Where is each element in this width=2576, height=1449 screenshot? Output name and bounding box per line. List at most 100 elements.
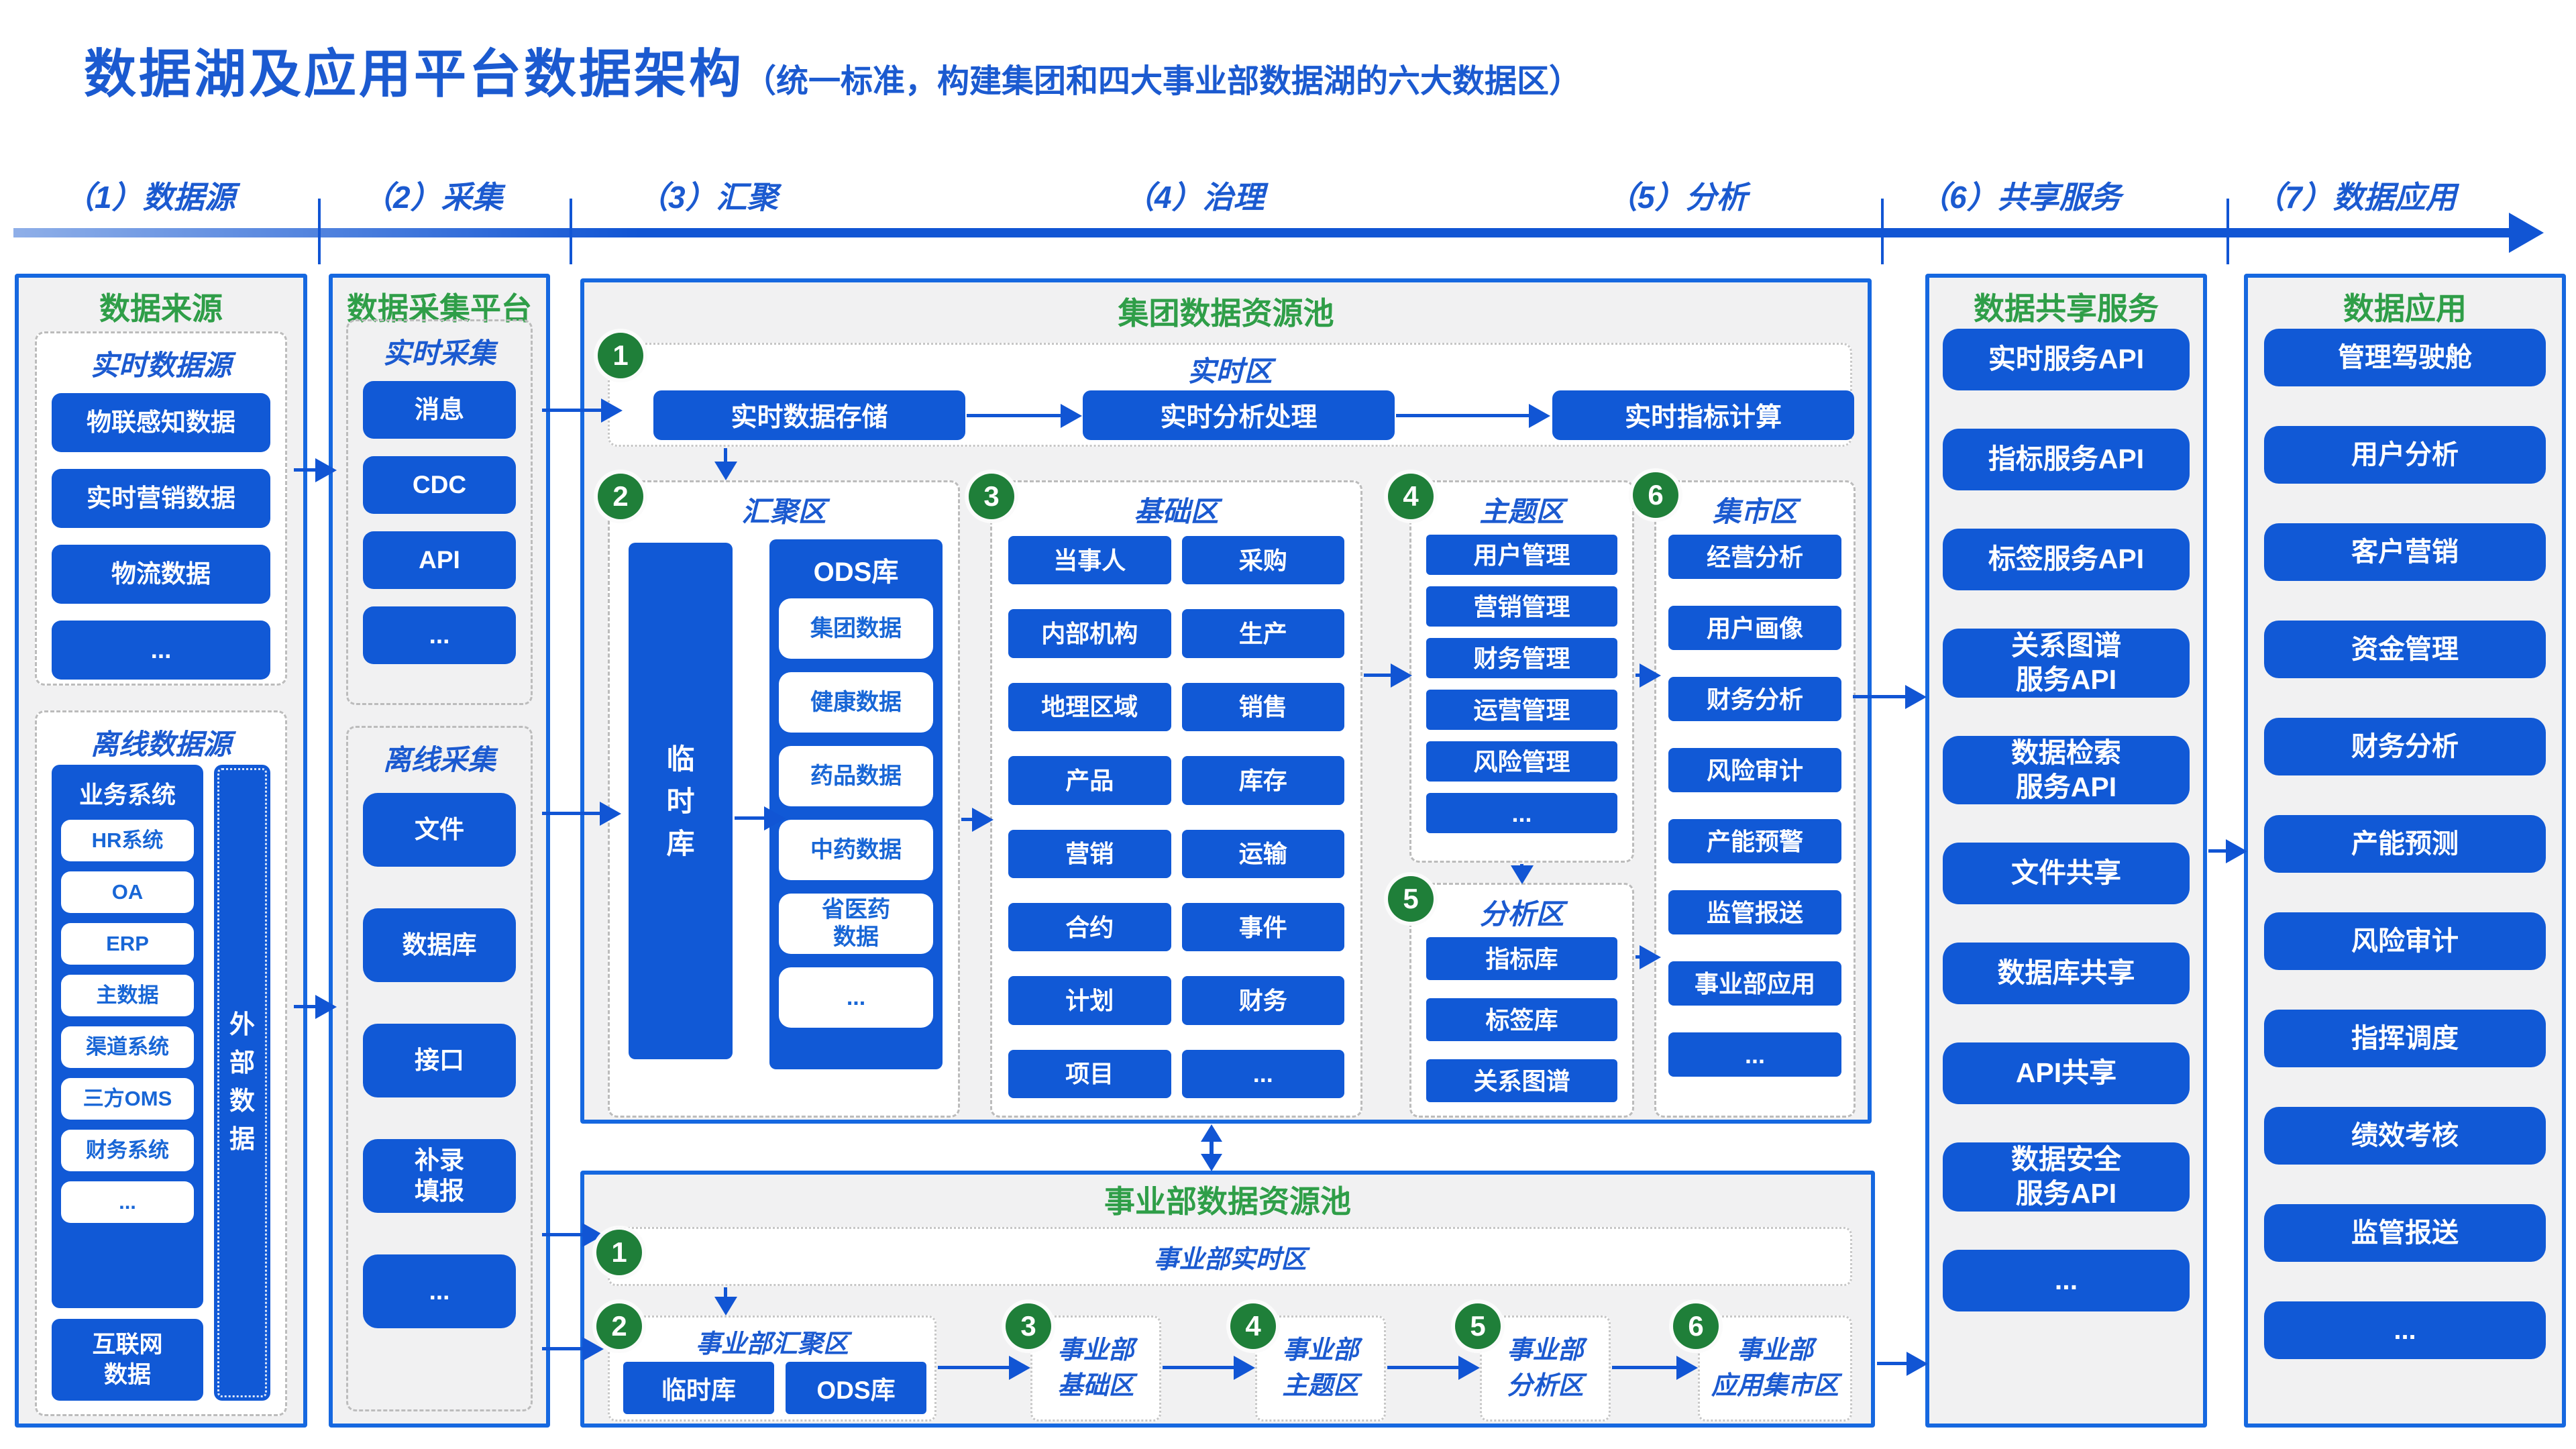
arrow-subject-analysis-div	[1387, 1366, 1460, 1369]
list-item: 指标库	[1426, 937, 1617, 980]
list-item: HR系统	[61, 820, 194, 861]
list-item: 指挥调度	[2264, 1010, 2546, 1067]
list-item: CDC	[363, 456, 516, 514]
list-item: 运输	[1181, 829, 1344, 878]
base-zone-right-column: 采购生产销售库存运输事件财务...	[1181, 536, 1344, 1098]
list-item: 产能预警	[1668, 819, 1841, 863]
list-item: 库存	[1181, 756, 1344, 805]
list-item: ...	[52, 621, 270, 680]
list-item: 用户画像	[1668, 606, 1841, 650]
list-item: OA	[61, 871, 194, 913]
timeline-tick	[1881, 199, 1884, 264]
external-data-strip: 外 部 数 据	[214, 765, 270, 1401]
arrow-collection-divrt	[542, 1233, 584, 1236]
list-item: 客户营销	[2264, 523, 2546, 581]
list-item: 经营分析	[1668, 535, 1841, 579]
list-item: 实时营销数据	[52, 469, 270, 528]
division-base-zone: 事业部 基础区	[1030, 1316, 1161, 1421]
list-item: 营销管理	[1426, 586, 1617, 627]
list-item: 消息	[363, 381, 516, 439]
list-item: 事件	[1181, 902, 1344, 952]
stage-7-label: （7）数据应用	[2254, 180, 2457, 215]
arrow-collection-divstaging	[542, 1347, 584, 1350]
division-base-label: 事业部 基础区	[1057, 1336, 1134, 1400]
data-apps-title: 数据应用	[2343, 291, 2467, 326]
list-item: 物联感知数据	[52, 393, 270, 452]
base-zone-title: 基础区	[1134, 496, 1219, 527]
arrow-analysis-mart	[1635, 955, 1641, 959]
list-item: 中药数据	[779, 820, 933, 880]
base-zone-grid: 当事人内部机构地理区域产品营销合约计划项目 采购生产销售库存运输事件财务...	[1008, 536, 1344, 1098]
analysis-zone: 分析区 指标库标签库关系图谱	[1409, 883, 1634, 1118]
list-item: ...	[1943, 1249, 2190, 1311]
list-item: API共享	[1943, 1042, 2190, 1104]
ods-db-block: ODS库 集团数据健康数据药品数据中药数据省医药 数据...	[769, 539, 943, 1069]
title-subtitle: （统一标准，构建集团和四大事业部数据湖的六大数据区）	[744, 64, 1582, 99]
arrow-division-sharing	[1877, 1362, 1908, 1365]
arrow-staging-base-div	[938, 1366, 1010, 1369]
offline-collection-list: 文件数据库接口补录 填报...	[348, 782, 531, 1342]
arrow-analysis-mart-div	[1612, 1366, 1678, 1369]
data-apps-panel: 数据应用 管理驾驶舱用户分析客户营销资金管理财务分析产能预测风险审计指挥调度绩效…	[2244, 274, 2566, 1428]
data-sources-panel: 数据来源 实时数据源 物联感知数据实时营销数据物流数据... 离线数据源 业务系…	[15, 274, 307, 1428]
list-item: ...	[363, 606, 516, 664]
list-item: 产品	[1008, 756, 1171, 805]
timeline-bar	[13, 228, 2513, 237]
list-item: 数据检索 服务API	[1943, 735, 2190, 804]
step-badge-2: 2	[598, 474, 643, 519]
arrow-sources-collection-off	[294, 1005, 317, 1008]
data-sources-title: 数据来源	[99, 291, 223, 326]
ods-db-title: ODS库	[813, 557, 899, 587]
division-subject-zone: 事业部 主题区	[1255, 1316, 1386, 1421]
timeline-tick	[570, 199, 572, 264]
division-badge-3: 3	[1006, 1303, 1051, 1349]
list-item: 数据库	[363, 908, 516, 982]
list-item: ...	[1426, 793, 1617, 833]
offline-collection-title: 离线采集	[382, 744, 496, 775]
list-item: 营销	[1008, 829, 1171, 878]
list-item: 风险审计	[2264, 912, 2546, 970]
division-temp-db-box: 临时库	[623, 1362, 774, 1414]
ods-db-list: 集团数据健康数据药品数据中药数据省医药 数据...	[779, 598, 933, 1028]
list-item: ERP	[61, 923, 194, 965]
arrow-staging-base	[961, 818, 973, 821]
list-item: ...	[779, 967, 933, 1028]
list-item: 管理驾驶舱	[2264, 329, 2546, 386]
arrow-pools-bidirectional	[1210, 1140, 1214, 1155]
list-item: 数据安全 服务API	[1943, 1142, 2190, 1212]
subject-zone: 主题区 用户管理营销管理财务管理运营管理风险管理...	[1409, 480, 1634, 863]
list-item: 合约	[1008, 902, 1171, 952]
arrow-subject-mart	[1635, 674, 1641, 677]
list-item: 标签服务API	[1943, 529, 2190, 590]
list-item: ...	[1668, 1032, 1841, 1077]
list-item: 监管报送	[2264, 1204, 2546, 1262]
list-item: 监管报送	[1668, 890, 1841, 934]
realtime-collection-list: 消息 CDC API...	[348, 376, 531, 678]
arrow-divrt-staging	[724, 1287, 727, 1298]
data-apps-list: 管理驾驶舱用户分析客户营销资金管理财务分析产能预测风险审计指挥调度绩效考核监管报…	[2264, 329, 2546, 1359]
internet-data-block: 互联网 数据	[52, 1319, 203, 1401]
list-item: 地理区域	[1008, 682, 1171, 732]
stage-3-label: （3）汇聚	[637, 180, 778, 215]
timeline-tick	[318, 199, 321, 264]
division-badge-6: 6	[1673, 1303, 1719, 1349]
group-data-pool-panel: 集团数据资源池 实时区 实时数据存储 实时分析处理 实时指标计算 汇聚区 临 时…	[580, 278, 1872, 1124]
timeline-arrowhead-icon	[2509, 213, 2544, 253]
list-item: 事业部应用	[1668, 961, 1841, 1006]
base-zone-left-column: 当事人内部机构地理区域产品营销合约计划项目	[1008, 536, 1171, 1098]
realtime-processing-box: 实时分析处理	[1083, 390, 1395, 440]
mart-zone-title: 集市区	[1712, 496, 1797, 527]
offline-sources-title: 离线数据源	[90, 729, 231, 760]
realtime-sources-title: 实时数据源	[90, 350, 231, 381]
mart-zone: 集市区 经营分析用户画像财务分析风险审计产能预警监管报送事业部应用...	[1654, 480, 1856, 1118]
division-realtime-zone: 事业部实时区	[608, 1227, 1852, 1286]
realtime-zone-title: 实时区	[1187, 356, 1273, 387]
division-realtime-title: 事业部实时区	[1153, 1246, 1307, 1274]
list-item: 关系图谱 服务API	[1943, 629, 2190, 698]
list-item: 采购	[1181, 536, 1344, 585]
list-item: API	[363, 531, 516, 589]
